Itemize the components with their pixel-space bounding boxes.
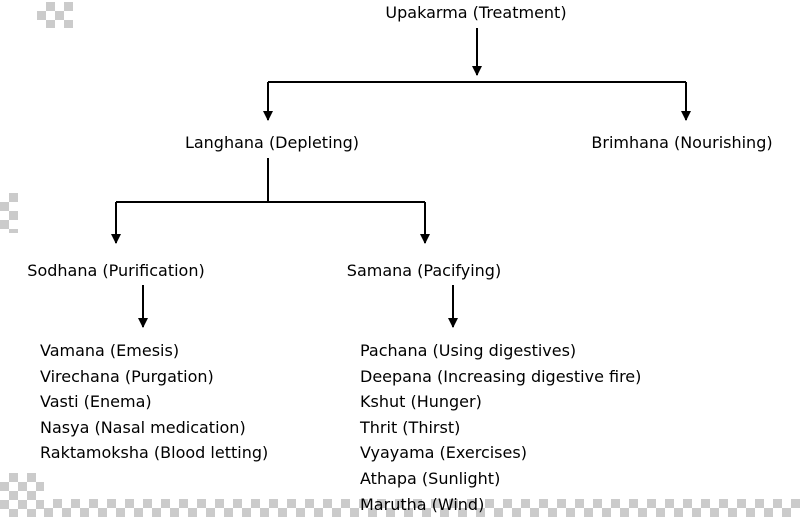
leaf-deepana: Deepana (Increasing digestive fire) [360, 366, 642, 386]
leaf-kshut: Kshut (Hunger) [360, 392, 482, 412]
transparency-checker [44, 499, 800, 517]
leaf-nasya: Nasya (Nasal medication) [40, 417, 246, 437]
leaf-vyayama: Vyayama (Exercises) [360, 443, 527, 463]
node-brimhana: Brimhana (Nourishing) [591, 133, 773, 152]
node-upakarma: Upakarma (Treatment) [385, 3, 567, 22]
transparency-checker [0, 473, 44, 517]
sodhana-leaf-list: Vamana (Emesis) Virechana (Purgation) Va… [40, 338, 268, 466]
leaf-thrit: Thrit (Thirst) [360, 417, 461, 437]
node-samana: Samana (Pacifying) [346, 261, 502, 280]
leaf-vasti: Vasti (Enema) [40, 392, 152, 412]
leaf-pachana: Pachana (Using digestives) [360, 341, 577, 360]
transparency-checker [0, 193, 18, 233]
leaf-raktamoksha: Raktamoksha (Blood letting) [40, 443, 269, 463]
leaf-vamana: Vamana (Emesis) [40, 341, 180, 360]
node-sodhana: Sodhana (Purification) [27, 261, 205, 280]
node-langhana: Langhana (Depleting) [184, 133, 360, 152]
leaf-athapa: Athapa (Sunlight) [360, 468, 501, 488]
leaf-virechana: Virechana (Purgation) [40, 366, 214, 386]
transparency-checker [37, 2, 73, 28]
leaf-marutha: Marutha (Wind) [360, 494, 485, 514]
samana-leaf-list: Pachana (Using digestives) Deepana (Incr… [360, 338, 641, 517]
